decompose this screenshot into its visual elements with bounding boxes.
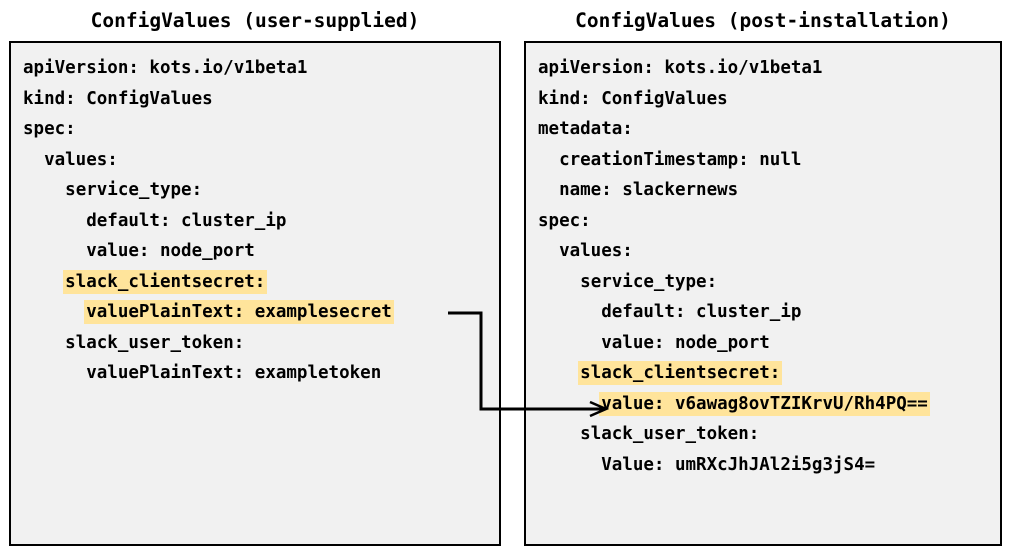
- yaml-line: value: node_port: [23, 236, 499, 267]
- yaml-line: name: slackernews: [538, 175, 1000, 206]
- yaml-line: valuePlainText: exampletoken: [23, 358, 499, 389]
- yaml-line-text: values:: [44, 149, 118, 170]
- yaml-indent: [23, 302, 86, 322]
- yaml-line-text: value: node_port: [601, 332, 770, 353]
- yaml-line-text: valuePlainText: exampletoken: [86, 363, 382, 383]
- yaml-lines-user-supplied: apiVersion: kots.io/v1beta1 kind: ConfigV…: [23, 53, 499, 389]
- yaml-indent: [538, 241, 559, 261]
- yaml-indent: [538, 180, 559, 200]
- yaml-line-text: values:: [559, 241, 633, 261]
- yaml-line: value: v6awag8ovTZIKrvU/Rh4PQ==: [538, 389, 1000, 420]
- yaml-line: slack_clientsecret:: [23, 267, 499, 298]
- panel-title-post-installation: ConfigValues (post-installation): [575, 9, 951, 32]
- yaml-indent: [23, 150, 44, 170]
- yaml-indent: [538, 272, 580, 292]
- yaml-line: apiVersion: kots.io/v1beta1: [538, 53, 1000, 84]
- yaml-line: spec:: [23, 114, 499, 145]
- yaml-line-text: metadata:: [538, 119, 633, 139]
- yaml-line: values:: [538, 236, 1000, 267]
- yaml-line: valuePlainText: examplesecret: [23, 297, 499, 328]
- yaml-lines-post-installation: apiVersion: kots.io/v1beta1 kind: ConfigV…: [538, 53, 1000, 480]
- yaml-line-text: apiVersion: kots.io/v1beta1: [538, 58, 823, 78]
- yaml-indent: [538, 302, 601, 322]
- yaml-line-text: apiVersion: kots.io/v1beta1: [23, 58, 308, 78]
- yaml-line-text: slack_user_token:: [580, 424, 760, 444]
- yaml-line: values:: [23, 145, 499, 176]
- yaml-line: slack_user_token:: [23, 328, 499, 359]
- yaml-indent: [538, 150, 559, 170]
- yaml-indent: [23, 180, 65, 200]
- yaml-indent: [23, 272, 65, 292]
- yaml-line: service_type:: [23, 175, 499, 206]
- yaml-line: slack_clientsecret:: [538, 358, 1000, 389]
- yaml-line: value: node_port: [538, 328, 1000, 359]
- yaml-line-text: kind: ConfigValues: [23, 88, 213, 109]
- yaml-box-user-supplied: apiVersion: kots.io/v1beta1 kind: ConfigV…: [9, 41, 501, 546]
- yaml-line: creationTimestamp: null: [538, 145, 1000, 176]
- yaml-indent: [538, 394, 601, 414]
- yaml-line-text: creationTimestamp: null: [559, 149, 802, 170]
- yaml-line-text-highlighted: valuePlainText: examplesecret: [86, 302, 392, 322]
- yaml-line-text: spec:: [23, 119, 76, 139]
- yaml-line-text: Value: umRXcJhJAl2i5g3jS4=: [601, 454, 876, 475]
- yaml-line-text: default: cluster_ip: [601, 302, 802, 322]
- yaml-line-text: name: slackernews: [559, 180, 739, 200]
- yaml-indent: [538, 424, 580, 444]
- yaml-line: metadata:: [538, 114, 1000, 145]
- yaml-indent: [538, 363, 580, 383]
- yaml-line-text-highlighted: value: v6awag8ovTZIKrvU/Rh4PQ==: [601, 393, 928, 414]
- yaml-line-text: slack_user_token:: [65, 332, 245, 353]
- yaml-indent: [23, 363, 86, 383]
- panel-title-user-supplied: ConfigValues (user-supplied): [90, 9, 420, 32]
- yaml-line-text: kind: ConfigValues: [538, 88, 728, 109]
- yaml-line: spec:: [538, 206, 1000, 237]
- yaml-line: default: cluster_ip: [538, 297, 1000, 328]
- yaml-line-text: default: cluster_ip: [86, 210, 287, 231]
- yaml-box-post-installation: apiVersion: kots.io/v1beta1 kind: ConfigV…: [524, 41, 1002, 546]
- yaml-line: service_type:: [538, 267, 1000, 298]
- yaml-indent: [23, 241, 86, 261]
- yaml-indent: [538, 455, 601, 475]
- yaml-line-text-highlighted: slack_clientsecret:: [65, 271, 266, 292]
- yaml-indent: [23, 333, 65, 353]
- yaml-indent: [23, 211, 86, 231]
- yaml-line: apiVersion: kots.io/v1beta1: [23, 53, 499, 84]
- yaml-line-text: spec:: [538, 210, 591, 231]
- yaml-line: slack_user_token:: [538, 419, 1000, 450]
- yaml-line-text-highlighted: slack_clientsecret:: [580, 363, 781, 383]
- yaml-line-text: value: node_port: [86, 241, 255, 261]
- yaml-line-text: service_type:: [580, 271, 718, 292]
- yaml-line: kind: ConfigValues: [538, 84, 1000, 115]
- yaml-line: kind: ConfigValues: [23, 84, 499, 115]
- yaml-line: default: cluster_ip: [23, 206, 499, 237]
- yaml-line-text: service_type:: [65, 180, 203, 200]
- yaml-indent: [538, 333, 601, 353]
- yaml-line: Value: umRXcJhJAl2i5g3jS4=: [538, 450, 1000, 481]
